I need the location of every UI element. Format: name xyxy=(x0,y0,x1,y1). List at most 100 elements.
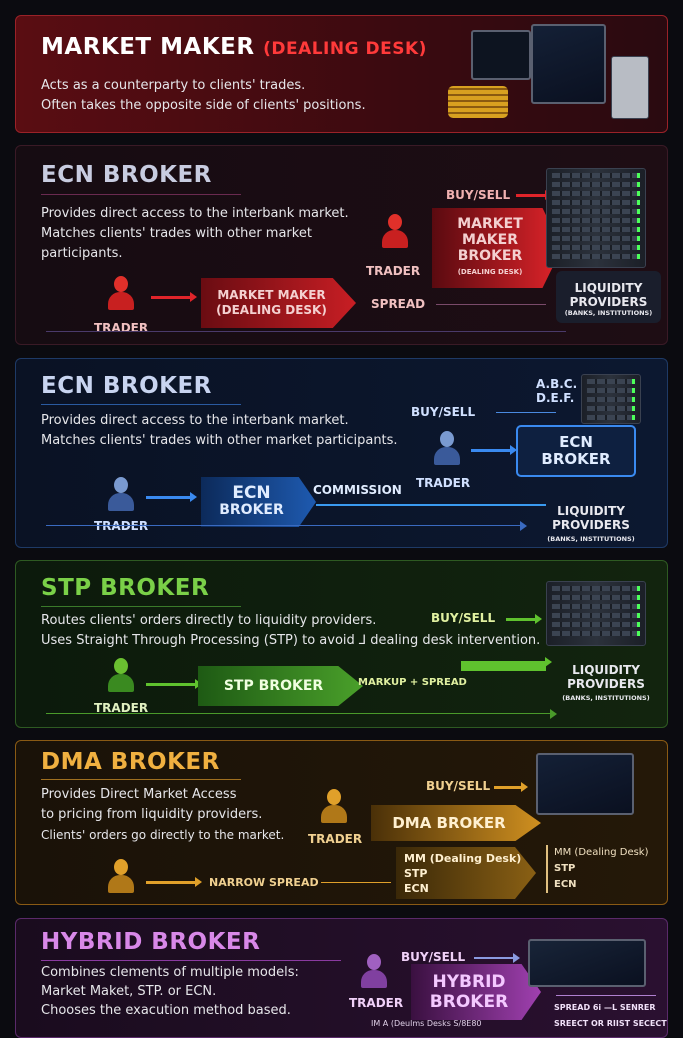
title-underline xyxy=(41,404,241,405)
trader-icon xyxy=(108,859,134,893)
gold-coins-icon xyxy=(448,86,508,118)
lp-sublabel: (BANKS, INSTITUTIONS) xyxy=(562,694,650,702)
arrow-icon xyxy=(516,190,552,200)
stp-title: STP BROKER xyxy=(41,575,210,601)
hybrid-title: HYBRID BROKER xyxy=(41,929,261,955)
hybrid-broker-panel: HYBRID BROKER Combines clements of multi… xyxy=(15,918,668,1038)
ecn-broker-red-panel: ECN BROKER Provides direct access to the… xyxy=(15,145,668,345)
arrow-icon xyxy=(474,953,520,963)
ecn-desc: Provides direct access to the interbank … xyxy=(41,204,371,264)
arrow-icon xyxy=(506,614,542,624)
box-label: ECN xyxy=(232,483,271,503)
broker-sublabel: (DEALING DESK) xyxy=(457,268,523,276)
server-rack-icon xyxy=(546,168,646,268)
ecn-broker-blue-panel: ECN BROKER Provides direct access to the… xyxy=(15,358,668,548)
broker-label: ECN xyxy=(559,433,593,451)
trading-monitor-icon xyxy=(528,939,646,987)
trader-icon xyxy=(382,214,408,248)
dma-broker-box: DMA BROKER xyxy=(371,805,541,841)
desc-line: Matches clients' trades with other marke… xyxy=(41,226,312,241)
broker-label: BROKER xyxy=(429,992,509,1012)
markup-spread-label: MARKUP + SPREAD xyxy=(358,677,467,688)
broker-label: BROKER xyxy=(541,450,611,468)
buy-sell-label: BUY/SELL xyxy=(446,188,511,202)
buy-sell-label: BUY/SELL xyxy=(401,950,466,964)
lp-label: PROVIDERS xyxy=(569,295,648,309)
trader-icon xyxy=(108,477,134,511)
broker-label: DMA BROKER xyxy=(392,814,506,832)
lp-label: LIQUIDITY xyxy=(572,663,640,677)
desc-line: Combines clements of multiple models: xyxy=(41,965,299,980)
server-rack-icon xyxy=(581,374,641,424)
title-underline xyxy=(41,606,241,607)
market-maker-panel: MARKET MAKER (DEALING DESK) Acts as a co… xyxy=(15,15,668,133)
model-label: ECN xyxy=(554,879,577,890)
ecn-title: ECN BROKER xyxy=(41,162,212,188)
model-label: STP xyxy=(554,863,576,874)
arrow-icon xyxy=(494,782,528,792)
models-list: MM (Dealing Desk) STP ECN xyxy=(546,845,649,893)
broker-label: MAKER xyxy=(462,232,518,248)
dma-desc: Provides Direct Market Access to pricing… xyxy=(41,785,341,845)
abc-label: A.B.C.D.E.F. xyxy=(536,377,577,405)
lp-label: PROVIDERS xyxy=(552,518,630,532)
narrow-spread-label: NARROW SPREAD xyxy=(209,876,319,889)
broker-label: BROKER xyxy=(457,248,523,264)
trader-label: TRADER xyxy=(94,321,149,335)
hybrid-right-label: SPREAD 6i —L SENRER xyxy=(554,1003,656,1012)
market-maker-subtitle: (DEALING DESK) xyxy=(263,39,427,59)
ecn-title: ECN BROKER xyxy=(41,373,212,399)
box-label: (DEALING DESK) xyxy=(216,303,327,317)
broker-label: HYBRID xyxy=(432,972,506,992)
model-label: ECN xyxy=(404,881,429,895)
trader-icon xyxy=(108,658,134,692)
trader-icon xyxy=(321,789,347,823)
stp-broker-panel: STP BROKER Routes clients' orders direct… xyxy=(15,560,668,728)
market-maker-title: MARKET MAKER xyxy=(41,34,255,60)
commission-label: COMMISSION xyxy=(313,483,402,497)
model-label: MM (Dealing Desk) xyxy=(404,851,522,865)
trader-label: TRADER xyxy=(94,519,149,533)
lp-label: LIQUIDITY xyxy=(574,281,643,295)
box-label: BROKER xyxy=(219,502,284,518)
trading-monitor-icon xyxy=(531,24,606,104)
arrow-icon xyxy=(151,292,197,302)
desc-line: Provides Direct Market Access xyxy=(41,787,237,802)
arrow-icon xyxy=(46,521,527,531)
arrow-icon xyxy=(146,877,202,887)
lp-label: PROVIDERS xyxy=(567,677,645,691)
connector-line xyxy=(496,412,556,413)
arrow-icon xyxy=(146,492,197,502)
buy-sell-label: BUY/SELL xyxy=(426,779,491,793)
box-label: STP BROKER xyxy=(223,678,324,694)
market-maker-desc: Acts as a counterparty to clients' trade… xyxy=(41,76,421,116)
connector-line xyxy=(321,882,391,883)
desc-line: Routes clients' orders directly to liqui… xyxy=(41,613,377,628)
arrow-icon xyxy=(461,657,552,671)
pc-tower-icon xyxy=(611,56,649,119)
model-label: STP xyxy=(404,866,428,880)
stp-desc: Routes clients' orders directly to liqui… xyxy=(41,611,561,651)
trader-label: TRADER xyxy=(308,832,363,846)
dma-broker-panel: DMA BROKER Provides Direct Market Access… xyxy=(15,740,668,905)
desc-line: Often takes the opposite side of clients… xyxy=(41,98,366,113)
desc-line: Clients' orders go directly to the marke… xyxy=(41,828,285,842)
model-label: MM (Dealing Desk) xyxy=(554,847,649,858)
lp-sublabel: (BANKS, INSTITUTIONS) xyxy=(564,309,653,317)
lp-label: LIQUIDITY xyxy=(557,504,625,518)
trader-label: TRADER xyxy=(366,264,421,278)
broker-label: MARKET xyxy=(457,216,523,232)
trader-icon xyxy=(361,954,387,988)
box-label: MARKET MAKER xyxy=(217,288,326,302)
trading-monitor-icon xyxy=(471,30,531,80)
trader-icon xyxy=(434,431,460,465)
abc-line: A.B.C. xyxy=(536,377,578,391)
buy-sell-label: BUY/SELL xyxy=(431,611,496,625)
buy-sell-label: BUY/SELL xyxy=(411,405,476,419)
server-rack-icon xyxy=(546,581,646,646)
arrow-icon xyxy=(146,679,202,689)
